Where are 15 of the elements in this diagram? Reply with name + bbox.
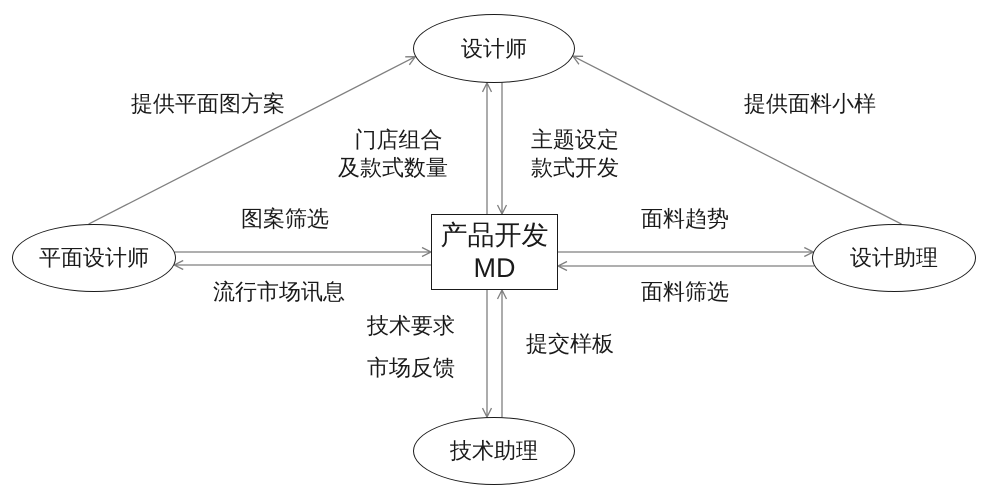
arrow bbox=[482, 82, 492, 214]
process-box: 产品开发 MD bbox=[431, 214, 558, 290]
arrow bbox=[572, 56, 902, 225]
arrow bbox=[496, 82, 508, 215]
arrow bbox=[174, 260, 431, 270]
arrow bbox=[482, 290, 492, 418]
arrow bbox=[557, 260, 814, 272]
ellipse-node: 平面设计师 bbox=[12, 224, 176, 292]
arrow bbox=[174, 246, 432, 258]
ellipse-node: 设计师 bbox=[413, 14, 575, 83]
arrow bbox=[88, 56, 416, 225]
arrow bbox=[558, 246, 814, 258]
ellipse-node: 设计助理 bbox=[812, 224, 976, 292]
ellipse-node: 技术助理 bbox=[413, 417, 575, 485]
arrow bbox=[496, 289, 508, 418]
